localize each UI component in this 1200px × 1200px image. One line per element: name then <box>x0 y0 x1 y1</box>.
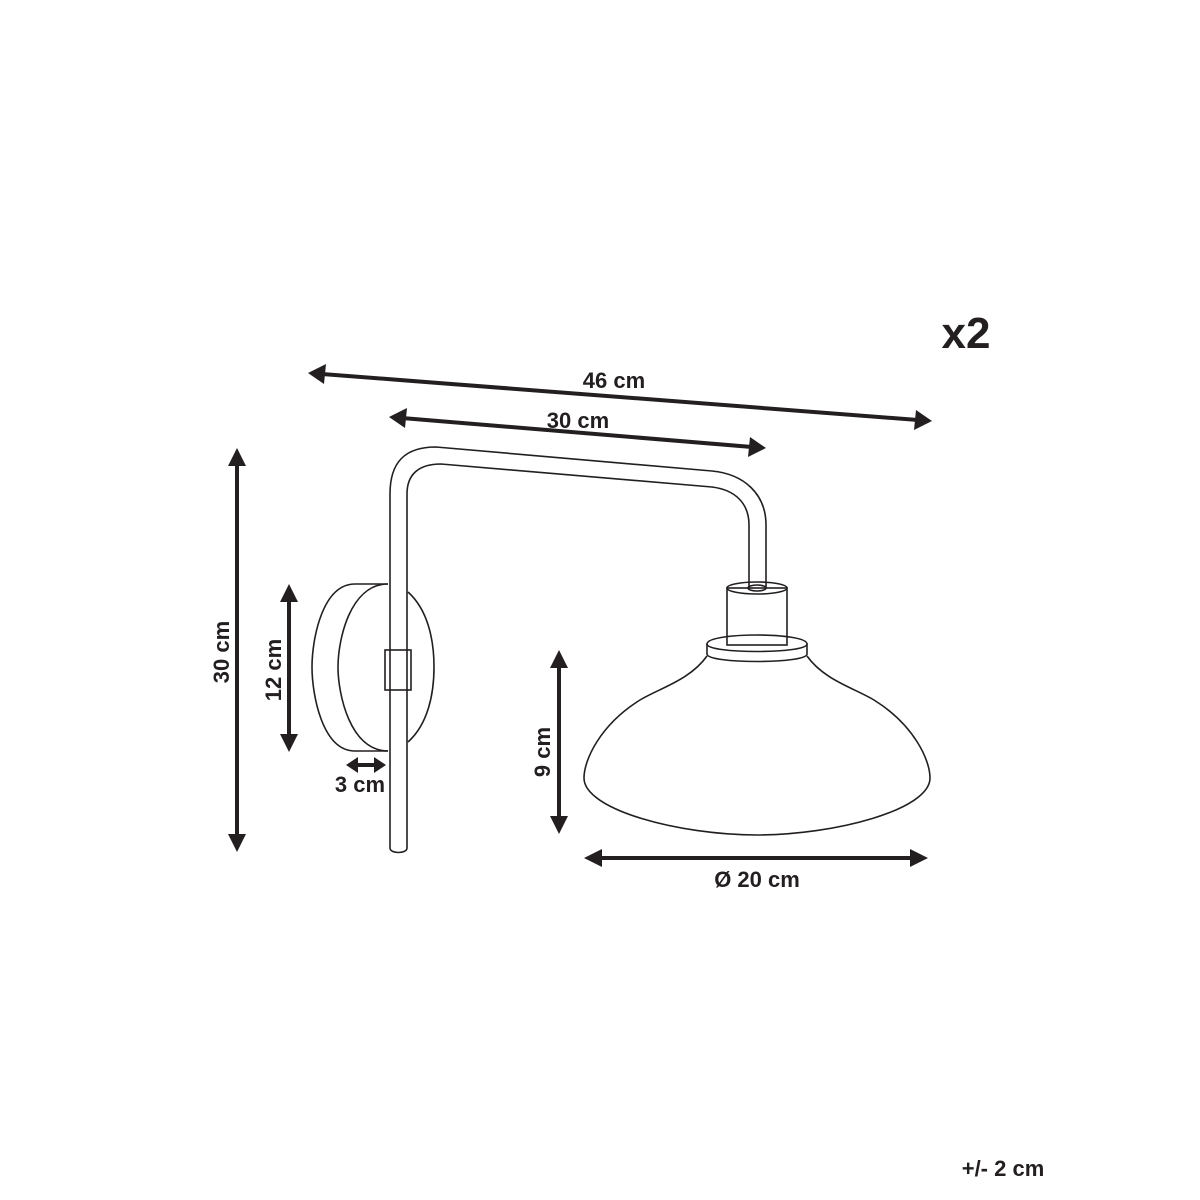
socket <box>726 581 788 646</box>
backplate-height-dimension: 12 cm <box>261 584 298 752</box>
quantity-label: x2 <box>942 309 991 358</box>
lamp-drawing <box>311 446 931 854</box>
shade-height-dimension: 9 cm <box>530 650 568 834</box>
shade-height-label: 9 cm <box>530 727 555 777</box>
arm-width-label: 30 cm <box>547 408 609 433</box>
tolerance-label: +/- 2 cm <box>962 1156 1045 1181</box>
lamp-shade <box>583 655 931 836</box>
total-width-label: 46 cm <box>583 368 645 393</box>
backplate-depth-dimension: 3 cm <box>335 757 386 797</box>
arm-collar <box>384 649 412 691</box>
backplate-depth-label: 3 cm <box>335 772 385 797</box>
backplate <box>311 583 435 752</box>
shade-diameter-label: Ø 20 cm <box>714 867 800 892</box>
shade-diameter-dimension: Ø 20 cm <box>584 849 928 892</box>
total-width-dimension: 46 cm <box>308 364 932 430</box>
total-height-label: 30 cm <box>209 621 234 683</box>
backplate-height-label: 12 cm <box>261 639 286 701</box>
arm-width-dimension: 30 cm <box>389 408 766 457</box>
shade-ring <box>706 634 808 663</box>
total-height-dimension: 30 cm <box>209 448 246 852</box>
arm-tube <box>389 446 767 854</box>
